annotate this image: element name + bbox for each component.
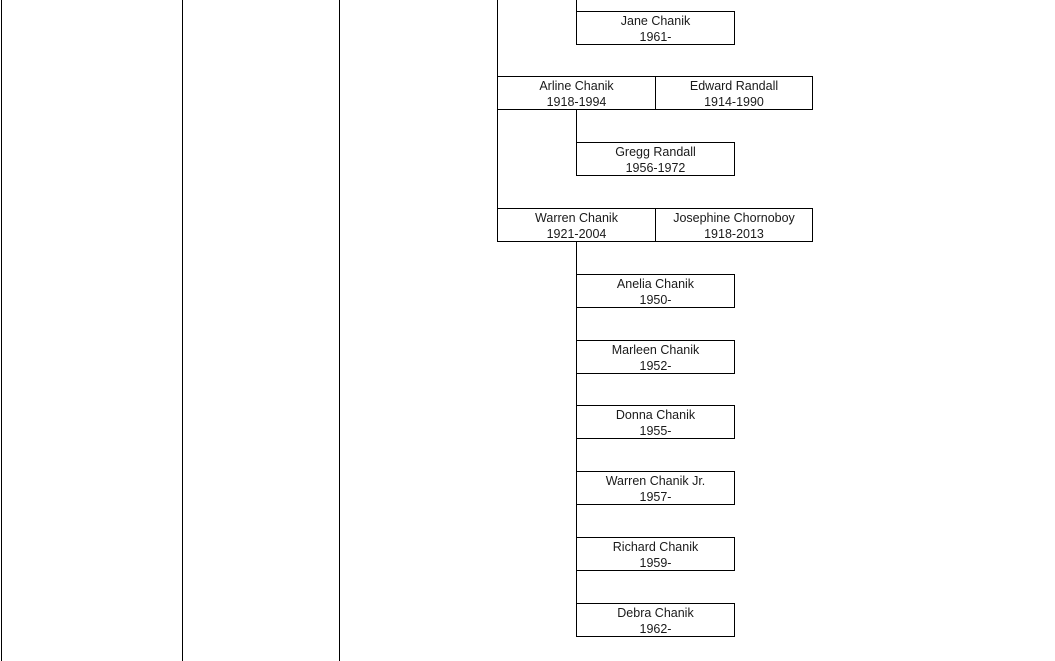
parent-connector-line: [497, 0, 498, 226]
spouse-years: 1918-2013: [704, 227, 764, 241]
person-name: Jane Chanik: [620, 14, 691, 28]
column-divider: [182, 0, 183, 661]
person-years: 1955-: [639, 424, 672, 438]
spouse-years: 1914-1990: [704, 95, 764, 109]
spouse-node: Edward Randall 1914-1990: [655, 76, 813, 110]
person-node: Jane Chanik 1961-: [576, 11, 735, 45]
column-divider: [339, 0, 340, 661]
person-name: Warren Chanik: [535, 211, 618, 225]
person-years: 1918-1994: [546, 95, 607, 109]
person-years: 1962-: [639, 622, 672, 636]
person-years: 1959-: [639, 556, 672, 570]
person-name: Arline Chanik: [539, 79, 614, 93]
person-name: Gregg Randall: [615, 145, 696, 159]
spouse-name: Josephine Chornoboy: [673, 211, 795, 225]
person-name: Warren Chanik Jr.: [605, 474, 706, 488]
person-node: Arline Chanik 1918-1994: [497, 76, 656, 110]
person-node: Warren Chanik Jr. 1957-: [576, 471, 735, 505]
person-node: Donna Chanik 1955-: [576, 405, 735, 439]
person-node: Anelia Chanik 1950-: [576, 274, 735, 308]
spouse-node: Josephine Chornoboy 1918-2013: [655, 208, 813, 242]
child-connector-line: [576, 110, 577, 160]
person-node: Richard Chanik 1959-: [576, 537, 735, 571]
person-years: 1957-: [639, 490, 672, 504]
person-name: Richard Chanik: [612, 540, 699, 554]
person-node: Gregg Randall 1956-1972: [576, 142, 735, 176]
person-name: Anelia Chanik: [616, 277, 695, 291]
person-years: 1961-: [639, 30, 672, 44]
person-name: Marleen Chanik: [611, 343, 700, 357]
person-node: Marleen Chanik 1952-: [576, 340, 735, 374]
person-name: Debra Chanik: [617, 606, 694, 620]
person-years: 1952-: [639, 359, 672, 373]
spouse-name: Edward Randall: [689, 79, 779, 93]
column-divider: [1, 0, 2, 661]
person-node: Debra Chanik 1962-: [576, 603, 735, 637]
person-node: Warren Chanik 1921-2004: [497, 208, 656, 242]
person-years: 1950-: [639, 293, 672, 307]
person-years: 1921-2004: [546, 227, 607, 241]
person-name: Donna Chanik: [615, 408, 696, 422]
person-years: 1956-1972: [625, 161, 686, 175]
